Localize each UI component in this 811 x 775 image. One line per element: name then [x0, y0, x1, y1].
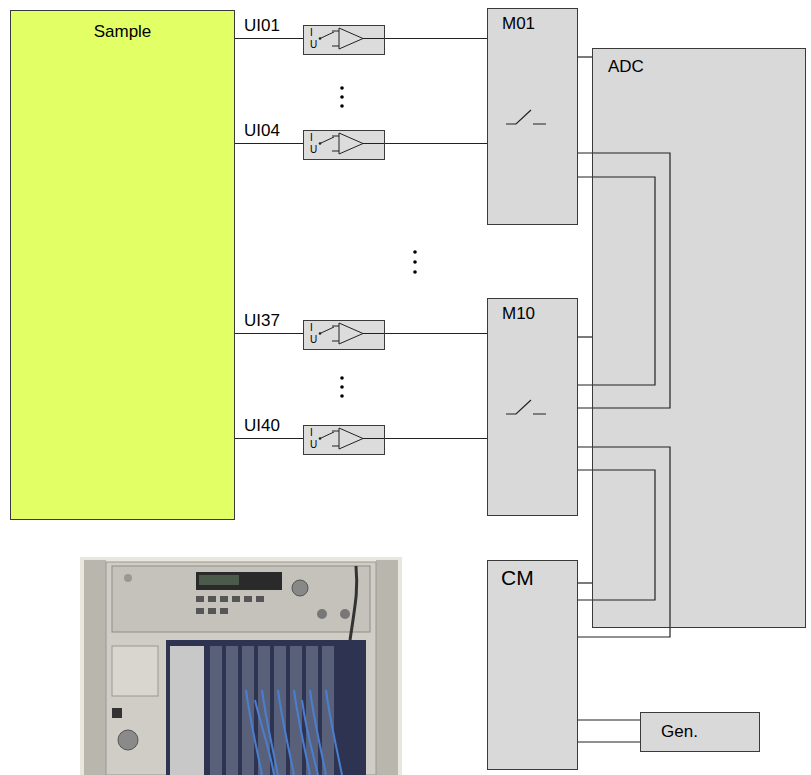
rack-photo — [80, 557, 402, 775]
node-text: U — [310, 334, 317, 346]
signal-wire — [385, 333, 487, 334]
signal-wire — [578, 719, 640, 720]
signal-wire — [385, 438, 487, 439]
signal-wire — [235, 438, 303, 439]
signal-wire — [385, 143, 487, 144]
signal-wire — [578, 336, 592, 337]
node-text: M01 — [502, 14, 535, 34]
generator-box: Gen. — [640, 712, 760, 752]
node-text: I — [310, 427, 313, 439]
box-fill — [592, 48, 806, 628]
signal-name: UI01 — [244, 17, 280, 35]
signal-wire — [578, 56, 592, 57]
node-text: U — [310, 39, 317, 51]
box-fill — [303, 425, 385, 455]
node-text: I — [310, 322, 313, 334]
amplifier-box: IU — [303, 425, 385, 455]
box-fill — [303, 320, 385, 350]
signal-wire — [385, 38, 487, 39]
ellipsis-dots — [340, 86, 417, 398]
node-text: Sample — [94, 22, 152, 42]
node-text: ADC — [608, 57, 644, 77]
node-text: U — [310, 144, 317, 156]
node-text: Gen. — [661, 722, 698, 742]
cm-box: CM — [487, 560, 578, 770]
signal-wire — [235, 38, 303, 39]
signal-name: UI04 — [244, 122, 280, 140]
box-fill — [303, 25, 385, 55]
node-text: I — [310, 132, 313, 144]
box-fill — [487, 560, 578, 770]
amplifier-box: IU — [303, 25, 385, 55]
amplifier-symbol — [319, 428, 385, 449]
multiplexer-box: M10 — [487, 298, 578, 516]
box-fill — [10, 10, 235, 520]
signal-name: UI40 — [244, 417, 280, 435]
signal-wire — [235, 143, 303, 144]
node-text: M10 — [502, 304, 535, 324]
adc-box: ADC — [592, 48, 806, 628]
signal-wire — [578, 470, 655, 600]
multiplexer-box: M01 — [487, 8, 578, 225]
box-fill — [640, 712, 760, 752]
box-fills — [10, 8, 806, 770]
box-fill — [487, 298, 578, 516]
sample-box: Sample — [10, 10, 235, 520]
amplifier-box: IU — [303, 320, 385, 350]
amplifier-symbol — [319, 28, 385, 49]
amplifier-symbol — [319, 133, 385, 154]
node-text: CM — [501, 566, 534, 590]
signal-wire — [578, 741, 640, 742]
signal-wire — [235, 333, 303, 334]
amplifier-symbol — [319, 323, 385, 344]
box-fill — [303, 130, 385, 160]
node-text: U — [310, 439, 317, 451]
signal-wire — [578, 177, 655, 385]
switch-symbol — [506, 400, 546, 414]
signal-wire — [578, 582, 592, 583]
switch-symbol — [506, 110, 546, 124]
box-fill — [487, 8, 578, 225]
amplifier-box: IU — [303, 130, 385, 160]
node-text: I — [310, 27, 313, 39]
signal-name: UI37 — [244, 312, 280, 330]
